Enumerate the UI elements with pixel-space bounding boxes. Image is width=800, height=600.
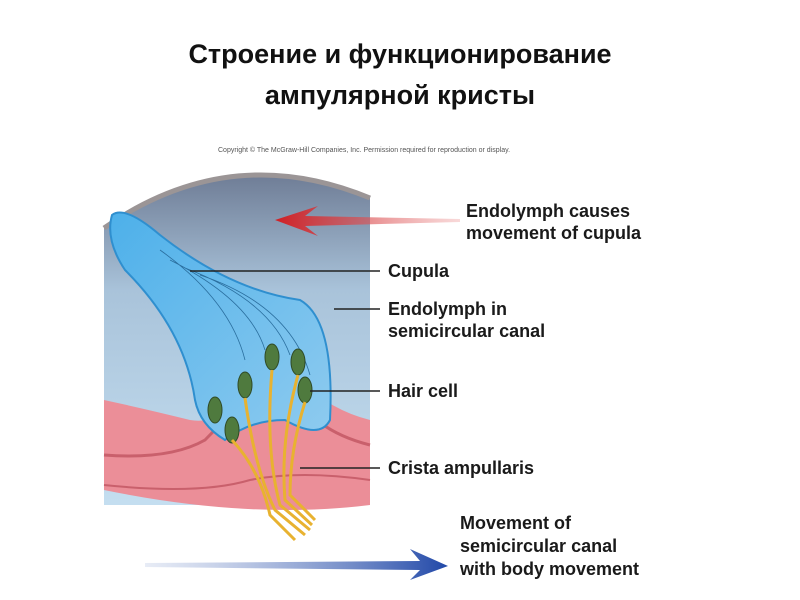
slide-title-line2: ампулярной кристы <box>264 80 536 110</box>
label-movement-2: semicircular canal <box>460 536 618 556</box>
copyright-notice: Copyright © The McGraw-Hill Companies, I… <box>218 147 511 154</box>
label-movement-3: with body movement <box>460 559 640 579</box>
blue-arrow <box>145 549 448 580</box>
label-endolymph-causes-2: movement of cupula <box>466 223 642 243</box>
label-movement-1: Movement of <box>460 513 572 533</box>
slide-title-line1: Строение и функционирование <box>188 39 612 69</box>
label-hair-cell: Hair cell <box>388 381 459 401</box>
label-endolymph-in-2: semicircular canal <box>388 321 546 341</box>
leader-lines <box>190 270 380 469</box>
label-endolymph-causes-1: Endolymph causes <box>466 201 631 221</box>
label-crista-ampullaris: Crista ampullaris <box>388 458 535 478</box>
label-cupula: Cupula <box>388 261 449 281</box>
nerve-fibers <box>230 369 317 542</box>
red-arrow <box>275 206 460 236</box>
label-endolymph-in-1: Endolymph in <box>388 299 507 319</box>
